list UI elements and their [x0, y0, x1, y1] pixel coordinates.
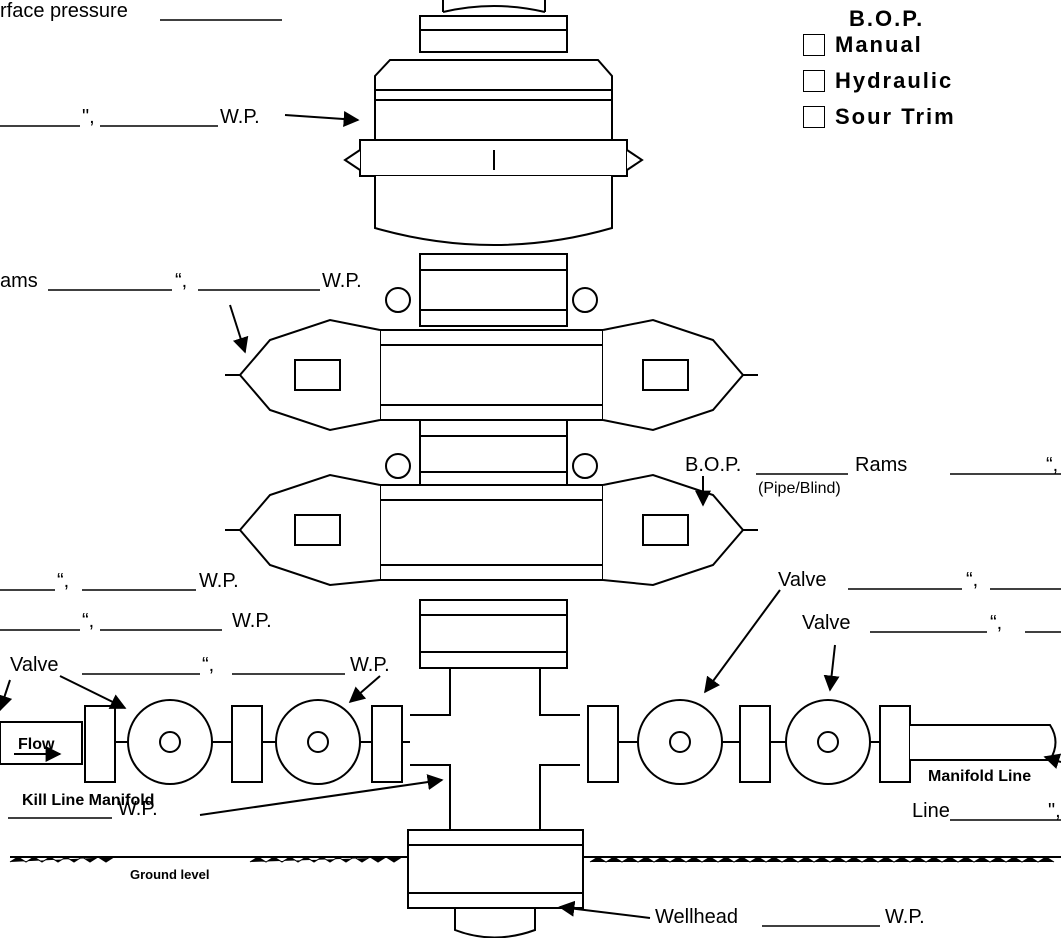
- annular-top-flange: [419, 15, 568, 53]
- annular-size-label: ",: [82, 106, 95, 128]
- right-valve1-label: Valve: [778, 569, 827, 591]
- ground-hatch: [9, 856, 1055, 863]
- manifold-line-label: Manifold Line: [928, 768, 1032, 785]
- annular-wp-label: W.P.: [220, 106, 260, 128]
- manual-label: Manual: [835, 32, 923, 57]
- kill-line-manifold: [0, 699, 410, 785]
- bottom-left-wp-label: W.P.: [118, 798, 158, 820]
- line-label: Line: [912, 800, 950, 822]
- line-size-label: ",: [1048, 800, 1061, 822]
- sour-trim-option[interactable]: Sour Trim: [803, 104, 956, 130]
- upper-rams-wp-label: W.P.: [322, 270, 362, 292]
- drilling-spool-flange: [419, 599, 568, 669]
- leader-arrows: [0, 111, 1061, 919]
- kill-valve-label: Valve: [10, 654, 59, 676]
- sour-trim-checkbox[interactable]: [803, 106, 825, 128]
- annular-preventer: [343, 59, 644, 246]
- ground-level-label: Ground level: [130, 867, 210, 882]
- wellhead-wp-label: W.P.: [885, 906, 925, 928]
- hydraulic-checkbox[interactable]: [803, 70, 825, 92]
- lower-rams-label: Rams: [855, 454, 908, 476]
- lower-bop-label: B.O.P.: [685, 454, 742, 476]
- manual-checkbox[interactable]: [803, 34, 825, 56]
- hydraulic-label: Hydraulic: [835, 68, 954, 93]
- hydraulic-option[interactable]: Hydraulic: [803, 68, 953, 94]
- left-line1-size-label: “,: [57, 570, 70, 592]
- upper-ram-bop: [225, 287, 758, 432]
- kill-valve-wp-label: W.P.: [350, 654, 390, 676]
- kill-valve-size-label: “,: [202, 654, 215, 676]
- right-valve2-size-label: “,: [990, 612, 1003, 634]
- pipe-blind-label: (Pipe/Blind): [758, 480, 841, 497]
- right-valve1-size-label: “,: [966, 569, 979, 591]
- choke-line-manifold: [587, 699, 1057, 785]
- upper-rams-label: ams: [0, 270, 38, 292]
- upper-spool: [419, 253, 568, 327]
- drilling-spool-cross: [410, 668, 580, 845]
- surface-pressure-label: rface pressure: [0, 0, 128, 22]
- kill-line-manifold-label: Kill Line Manifold: [22, 792, 155, 809]
- wellhead-flange: [407, 829, 584, 938]
- flow-label: Flow: [18, 736, 55, 753]
- wellhead-label: Wellhead: [655, 906, 739, 928]
- lower-rams-size-label: “,: [1046, 454, 1059, 476]
- right-valve2-label: Valve: [802, 612, 851, 634]
- blank-lines: [0, 19, 1061, 927]
- left-line2-size-label: “,: [82, 610, 95, 632]
- middle-spool: [419, 419, 568, 489]
- bop-box-title: B.O.P.: [849, 6, 925, 31]
- sour-trim-label: Sour Trim: [835, 104, 956, 129]
- manual-option[interactable]: Manual: [803, 32, 923, 58]
- left-line2-wp-label: W.P.: [232, 610, 272, 632]
- upper-rams-size-label: “,: [175, 270, 188, 292]
- top-pipe: [442, 0, 546, 13]
- left-line1-wp-label: W.P.: [199, 570, 239, 592]
